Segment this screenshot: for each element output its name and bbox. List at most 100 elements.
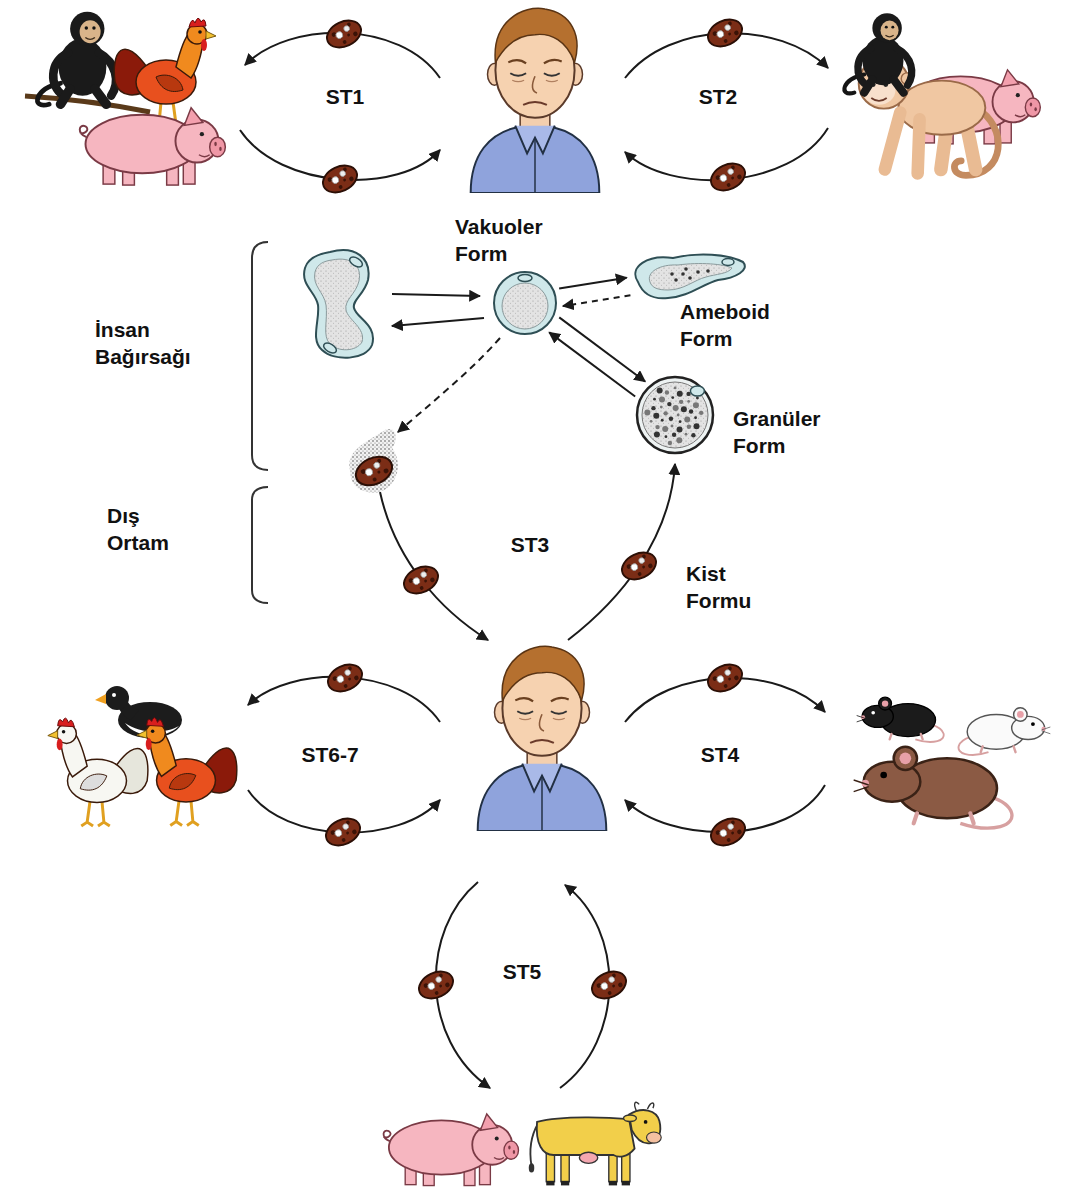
granule — [670, 272, 674, 276]
pig — [80, 108, 226, 185]
granule — [644, 409, 650, 415]
coated-cyst — [351, 451, 396, 491]
cell-wall — [637, 377, 713, 453]
host-animals — [854, 697, 1051, 828]
granule — [674, 278, 678, 282]
cell-wall — [635, 255, 744, 299]
binary-fission-cell — [304, 250, 373, 358]
life-cycle-arrow — [392, 318, 484, 326]
transformation-arrow — [559, 278, 626, 289]
granule — [663, 411, 667, 415]
granule — [706, 269, 710, 273]
cell-form: Granüler Form — [635, 375, 715, 455]
subtype-label: ST3 — [511, 531, 550, 558]
subtype-label: ST5 — [503, 958, 542, 985]
cyst — [588, 966, 631, 1003]
subtype-label: ST1 — [326, 83, 365, 110]
life-cycle-arrow — [380, 492, 488, 640]
cytoplasm — [642, 382, 708, 448]
cyst — [704, 14, 747, 51]
human — [478, 646, 607, 831]
granule — [687, 425, 691, 429]
cyst — [415, 966, 458, 1003]
cyst — [618, 547, 661, 584]
granule — [657, 388, 663, 394]
transmission-arrow — [248, 677, 825, 1088]
life-cycle-arrow — [380, 294, 675, 640]
granule — [684, 267, 688, 271]
human — [471, 8, 600, 193]
life-cycle-arrow — [398, 338, 500, 432]
granule — [696, 397, 699, 400]
granule — [673, 405, 679, 411]
granule — [677, 414, 680, 417]
granule — [677, 391, 683, 397]
cyst — [324, 659, 367, 696]
host-animals — [48, 686, 237, 826]
binary-fission-cell — [348, 255, 364, 269]
coated-cyst — [349, 429, 398, 493]
binary-fission-cell — [315, 259, 363, 350]
granule — [669, 417, 673, 421]
granule — [659, 396, 665, 402]
region-label: Kist Formu — [686, 560, 751, 615]
granule — [691, 433, 695, 437]
bracket — [252, 242, 268, 603]
granule — [681, 272, 685, 276]
form-label: Granüler Form — [733, 405, 821, 460]
transformation-arrow — [549, 332, 635, 396]
bracket — [252, 487, 268, 603]
hen — [48, 718, 148, 826]
granule — [696, 270, 700, 274]
binary-fission-cell — [304, 250, 373, 358]
ameboid-body — [635, 255, 744, 299]
hen — [48, 718, 148, 826]
granule — [667, 402, 671, 406]
rooster — [137, 718, 237, 826]
mouse — [857, 697, 944, 742]
rooster — [137, 718, 237, 826]
granule — [674, 387, 677, 390]
cell-form: Ameboid Form — [628, 252, 748, 302]
monkey — [844, 13, 911, 93]
cyst — [319, 160, 362, 197]
granule — [671, 396, 674, 399]
life-cycle-arrow — [568, 464, 675, 640]
cyst — [323, 15, 366, 52]
granule — [694, 423, 700, 429]
granule — [665, 390, 669, 394]
binary-fission-cell — [322, 341, 338, 355]
granule — [687, 400, 690, 403]
granule — [654, 432, 660, 438]
bracket — [252, 242, 268, 470]
granule — [688, 276, 692, 280]
cyst — [704, 659, 747, 696]
cell-wall — [494, 272, 556, 334]
host-animals — [383, 1102, 661, 1185]
pig — [383, 1114, 518, 1186]
cyst — [322, 659, 750, 1003]
cytoplasm — [649, 264, 732, 290]
granule — [662, 426, 668, 432]
coated-cyst — [349, 429, 398, 493]
vac-cell — [494, 272, 556, 334]
gran-cell — [637, 377, 713, 453]
subtype-label: ST4 — [701, 741, 740, 768]
cow — [529, 1102, 661, 1185]
duck — [95, 686, 182, 738]
granule — [665, 435, 668, 438]
nucleus — [722, 259, 734, 266]
granule — [699, 411, 703, 415]
cell-outline — [635, 375, 715, 455]
granule — [671, 425, 674, 428]
granule — [661, 419, 664, 422]
cyst — [707, 158, 750, 195]
mouse — [959, 708, 1051, 755]
host-animals — [844, 13, 1040, 175]
granule — [672, 433, 676, 437]
host-animals — [25, 12, 225, 185]
cell-form: Vakuoler Form — [492, 270, 558, 336]
region-label: Dış Ortam — [107, 502, 169, 557]
